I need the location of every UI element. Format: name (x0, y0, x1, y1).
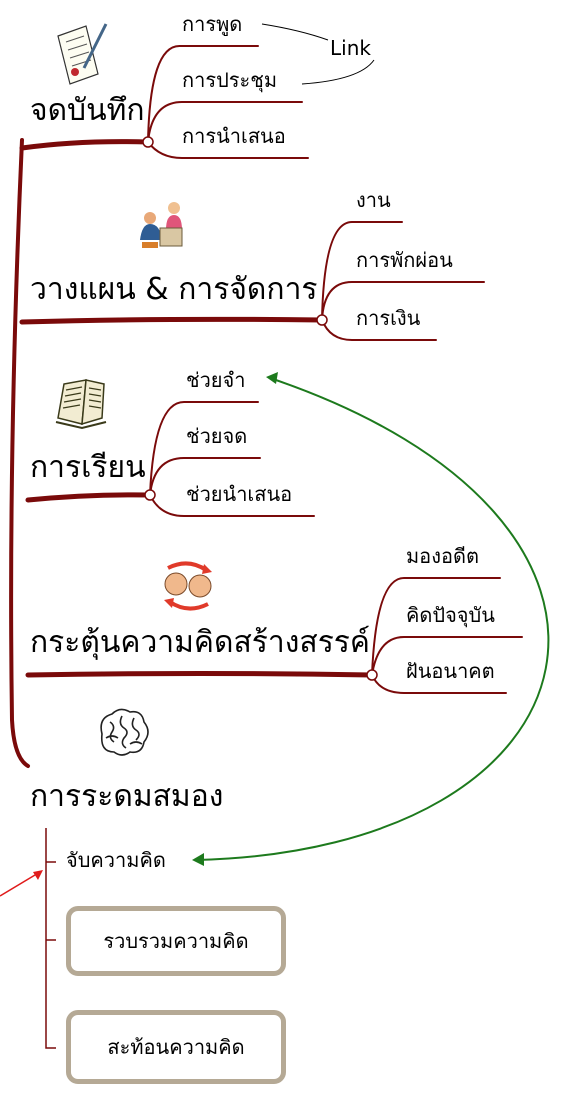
link-connector-meeting (301, 59, 375, 85)
junction-creative (366, 669, 378, 681)
subtopic-speech[interactable]: การพูด (182, 12, 243, 36)
root-trunk (9, 138, 30, 768)
green-link-curve (195, 377, 550, 861)
brain-icon (100, 708, 149, 756)
subtopic-gather-ideas: รวบรวมความคิด (103, 929, 249, 953)
sub-curve-notes (149, 457, 261, 496)
green-arrowhead-bottom (192, 853, 204, 866)
sub-curve-memory (149, 401, 259, 496)
sub-curve-speech (147, 44, 259, 143)
link-label[interactable]: Link (330, 36, 371, 60)
meeting-people-icon (140, 202, 183, 248)
branch-line-note (19, 139, 151, 151)
sub-curve-rest (321, 281, 485, 321)
green-arrowhead-top (266, 372, 278, 384)
subtopic-rest[interactable]: การพักผ่อน (356, 248, 453, 272)
subtopic-work[interactable]: งาน (356, 188, 391, 212)
subtopic-reflect-ideas-box[interactable]: สะท้อนความคิด (66, 1010, 286, 1084)
branch-line-learning (25, 492, 153, 503)
subtopic-think-present[interactable]: คิดปัจจุบัน (406, 603, 495, 627)
link-connector-speech (261, 23, 329, 41)
sub-curve-past (371, 577, 501, 676)
topic-creativity[interactable]: กระตุ้นความคิดสร้างสรรค์ (30, 625, 370, 660)
subtopic-reflect-ideas: สะท้อนความคิด (107, 1035, 245, 1059)
subtopic-gather-ideas-box[interactable]: รวบรวมความคิด (66, 906, 286, 976)
branch-line-creative (25, 671, 375, 678)
branch-line-plan (19, 316, 325, 325)
topic-brainstorm[interactable]: การระดมสมอง (30, 779, 224, 814)
subtopic-take-notes[interactable]: ช่วยจด (186, 424, 248, 448)
subtopic-capture-ideas[interactable]: จับความคิด (66, 848, 166, 872)
junction-note (142, 136, 154, 148)
topic-note-taking[interactable]: จดบันทึก (30, 93, 145, 128)
brainstorm-tree (45, 828, 56, 1049)
sub-curve-meeting (147, 101, 303, 143)
sub-curve-work (321, 221, 403, 321)
open-book-icon (55, 379, 107, 430)
subtopic-look-past[interactable]: มองอดีต (406, 544, 479, 568)
junction-learning (144, 489, 156, 501)
subtopic-money[interactable]: การเงิน (356, 306, 421, 330)
topic-planning[interactable]: วางแผน & การจัดการ (30, 272, 318, 307)
sub-curve-present-think (371, 636, 523, 676)
writing-icon (57, 23, 108, 85)
topic-learning[interactable]: การเรียน (30, 450, 146, 485)
subtopic-presentation[interactable]: การนำเสนอ (182, 124, 286, 148)
red-link-arrow (0, 871, 41, 897)
subtopic-help-present[interactable]: ช่วยนำเสนอ (186, 482, 293, 506)
subtopic-meeting[interactable]: การประชุม (182, 68, 278, 92)
subtopic-memorize[interactable]: ช่วยจำ (186, 368, 246, 392)
junction-plan (316, 314, 328, 326)
people-exchange-icon (164, 561, 212, 611)
subtopic-dream-future[interactable]: ฝันอนาคต (406, 659, 495, 683)
